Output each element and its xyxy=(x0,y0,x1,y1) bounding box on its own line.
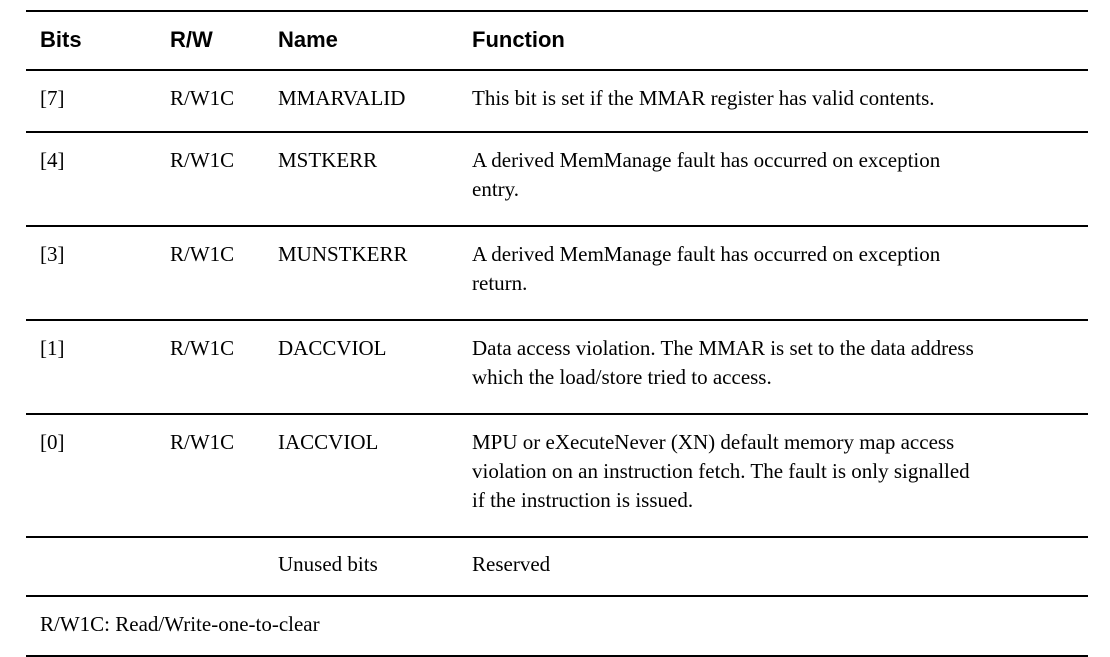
function-line: MPU or eXecuteNever (XN) default memory … xyxy=(472,430,955,454)
table-row: [3] R/W1C MUNSTKERR A derived MemManage … xyxy=(26,226,1088,321)
function-line: Data access violation. The MMAR is set t… xyxy=(472,336,974,360)
table-row: [4] R/W1C MSTKERR A derived MemManage fa… xyxy=(26,132,1088,227)
function-line: A derived MemManage fault has occurred o… xyxy=(472,148,941,172)
cell-name: DACCVIOL xyxy=(278,320,472,415)
table-header: Bits R/W Name Function xyxy=(26,10,1088,71)
function-line: Reserved xyxy=(472,552,551,576)
function-line: if the instruction is issued. xyxy=(472,488,694,512)
cell-name: MSTKERR xyxy=(278,132,472,227)
function-line: violation on an instruction fetch. The f… xyxy=(472,459,970,483)
cell-name: IACCVIOL xyxy=(278,414,472,538)
table-row: [7] R/W1C MMARVALID This bit is set if t… xyxy=(26,70,1088,133)
function-line: return. xyxy=(472,271,528,295)
cell-bits: [7] xyxy=(26,70,170,133)
table-row: [1] R/W1C DACCVIOL Data access violation… xyxy=(26,320,1088,415)
cell-rw: R/W1C xyxy=(170,132,278,227)
column-header-rw: R/W xyxy=(170,10,278,71)
function-line: A derived MemManage fault has occurred o… xyxy=(472,242,941,266)
page-canvas: Bits R/W Name Function [7] R/W1C MMARVAL… xyxy=(26,10,1088,657)
cell-bits: [4] xyxy=(26,132,170,227)
cell-rw: R/W1C xyxy=(170,320,278,415)
cell-function: MPU or eXecuteNever (XN) default memory … xyxy=(472,414,1088,538)
function-line: entry. xyxy=(472,177,520,201)
cell-name: Unused bits xyxy=(278,537,472,597)
table-footnote-row: R/W1C: Read/Write-one-to-clear xyxy=(26,596,1088,657)
table-row: Unused bits Reserved xyxy=(26,537,1088,597)
cell-rw: R/W1C xyxy=(170,70,278,133)
cell-rw xyxy=(170,537,278,597)
cell-function: A derived MemManage fault has occurred o… xyxy=(472,132,1088,227)
footnote-text: R/W1C: Read/Write-one-to-clear xyxy=(26,596,1088,657)
cell-rw: R/W1C xyxy=(170,226,278,321)
cell-bits xyxy=(26,537,170,597)
cell-function: This bit is set if the MMAR register has… xyxy=(472,70,1088,133)
column-header-function: Function xyxy=(472,10,1088,71)
function-line: This bit is set if the MMAR register has… xyxy=(472,86,935,110)
table-header-row: Bits R/W Name Function xyxy=(26,10,1088,71)
table-row: [0] R/W1C IACCVIOL MPU or eXecuteNever (… xyxy=(26,414,1088,538)
column-header-name: Name xyxy=(278,10,472,71)
cell-name: MMARVALID xyxy=(278,70,472,133)
cell-bits: [0] xyxy=(26,414,170,538)
register-bit-assignment-table: Bits R/W Name Function [7] R/W1C MMARVAL… xyxy=(26,10,1088,657)
cell-function: A derived MemManage fault has occurred o… xyxy=(472,226,1088,321)
cell-bits: [3] xyxy=(26,226,170,321)
cell-name: MUNSTKERR xyxy=(278,226,472,321)
function-line: which the load/store tried to access. xyxy=(472,365,772,389)
table-body: [7] R/W1C MMARVALID This bit is set if t… xyxy=(26,70,1088,657)
column-header-bits: Bits xyxy=(26,10,170,71)
cell-function: Data access violation. The MMAR is set t… xyxy=(472,320,1088,415)
cell-rw: R/W1C xyxy=(170,414,278,538)
cell-function: Reserved xyxy=(472,537,1088,597)
cell-bits: [1] xyxy=(26,320,170,415)
